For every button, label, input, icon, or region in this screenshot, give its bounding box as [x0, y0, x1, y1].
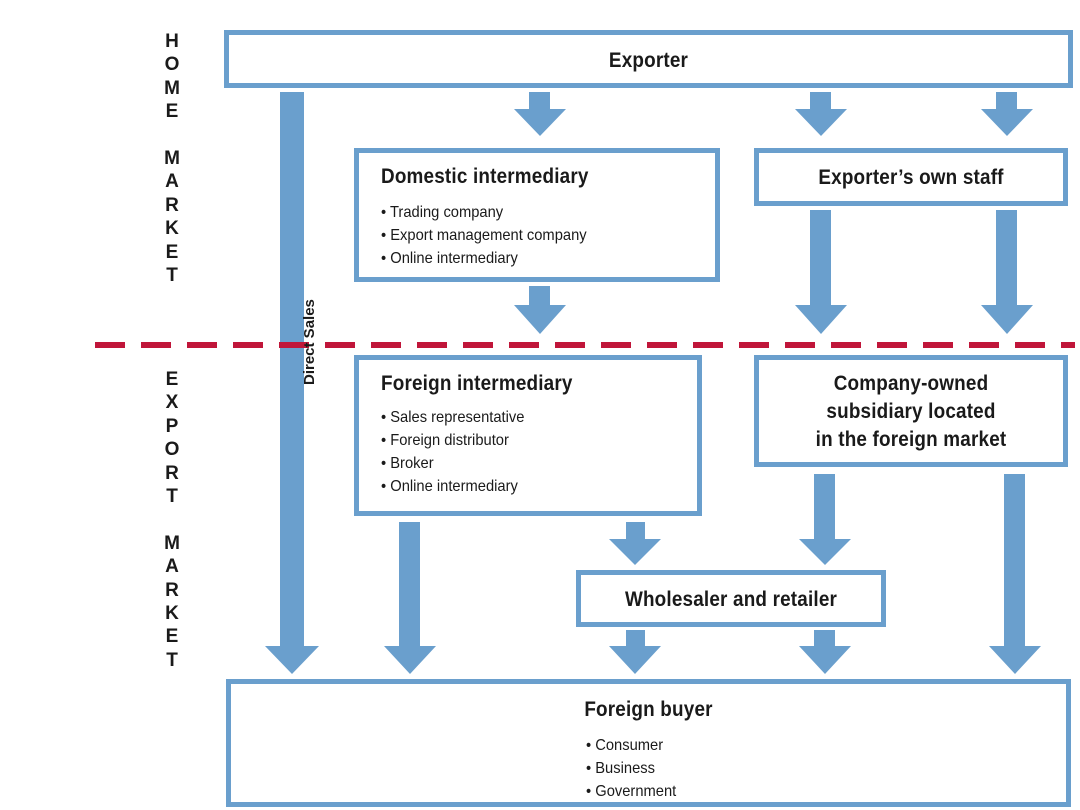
- list-item: Government: [586, 780, 676, 803]
- arrow-domestic-to-foreign: [514, 286, 566, 334]
- exporter-title: Exporter: [608, 49, 689, 72]
- domestic-intermediary-list: Trading company Export management compan…: [381, 201, 587, 270]
- list-item: Online intermediary: [381, 475, 524, 498]
- arrow-exporter-to-domestic: [514, 92, 566, 136]
- list-item: Online intermediary: [381, 247, 587, 270]
- exporters-own-staff-title: Exporter’s own staff: [818, 166, 1004, 189]
- arrow-staff-to-subsidiary-1: [795, 210, 847, 334]
- list-item: Foreign distributor: [381, 429, 524, 452]
- subsidiary-box: Company-owned subsidiary located in the …: [754, 355, 1068, 467]
- exporters-own-staff-box: Exporter’s own staff: [754, 148, 1068, 206]
- list-item: Sales representative: [381, 406, 524, 429]
- arrow-wholesaler-to-buyer-2: [799, 630, 851, 674]
- foreign-buyer-title: Foreign buyer: [584, 698, 713, 721]
- list-item: Consumer: [586, 734, 676, 757]
- arrow-foreign-to-wholesaler: [609, 522, 661, 565]
- list-item: Trading company: [381, 201, 587, 224]
- exporter-box: Exporter: [224, 30, 1073, 88]
- arrow-wholesaler-to-buyer-1: [609, 630, 661, 674]
- list-item: Export management company: [381, 224, 586, 247]
- direct-sales-label: Direct Sales: [301, 299, 318, 385]
- wholesaler-retailer-title: Wholesaler and retailer: [624, 588, 838, 611]
- foreign-intermediary-box: Foreign intermediary Sales representativ…: [354, 355, 702, 516]
- arrow-exporter-to-staff-1: [795, 92, 847, 136]
- foreign-intermediary-list: Sales representative Foreign distributor…: [381, 406, 524, 498]
- foreign-buyer-list: Consumer Business Government: [586, 734, 676, 803]
- subsidiary-title: Company-owned subsidiary located in the …: [815, 372, 1007, 451]
- list-item: Broker: [381, 452, 524, 475]
- domestic-intermediary-box: Domestic intermediary Trading company Ex…: [354, 148, 720, 282]
- foreign-intermediary-title: Foreign intermediary: [381, 372, 573, 395]
- wholesaler-retailer-box: Wholesaler and retailer: [576, 570, 886, 627]
- arrow-exporter-to-staff-2: [981, 92, 1033, 136]
- foreign-buyer-box: Foreign buyer Consumer Business Governme…: [226, 679, 1071, 807]
- arrow-staff-to-subsidiary-2: [981, 210, 1033, 334]
- arrow-subsidiary-to-wholesaler: [799, 474, 851, 565]
- direct-sales-arrow: [265, 92, 319, 674]
- domestic-intermediary-title: Domestic intermediary: [381, 165, 589, 188]
- list-item: Business: [586, 757, 676, 780]
- arrow-foreign-to-buyer: [384, 522, 436, 674]
- arrow-subsidiary-to-buyer: [989, 474, 1041, 674]
